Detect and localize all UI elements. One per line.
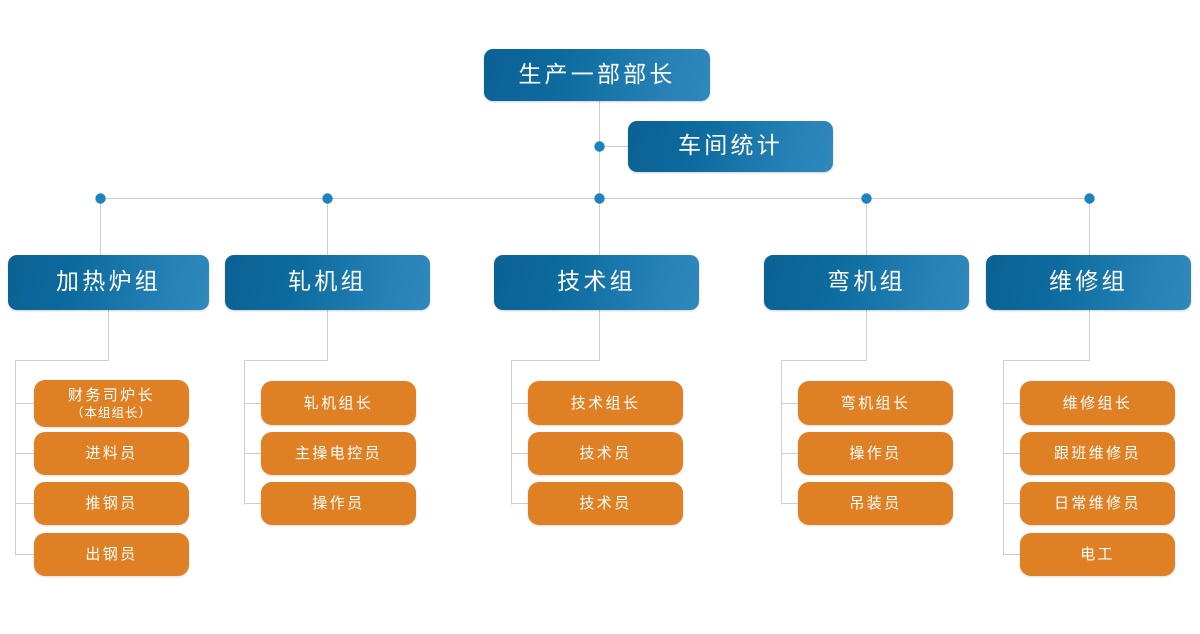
member-4-3-label: 电工 xyxy=(1080,545,1115,564)
member-1-0[interactable]: 轧机组长 xyxy=(261,381,416,425)
member-3-1[interactable]: 操作员 xyxy=(798,432,953,475)
junction-dots xyxy=(95,141,1095,204)
member-0-0-label-line2: （本组组长） xyxy=(70,405,152,421)
node-group-3-label: 弯机组 xyxy=(827,269,906,296)
node-root-label: 生产一部部长 xyxy=(518,61,676,88)
junction-dot-bus-4 xyxy=(1084,193,1095,204)
member-0-3-label: 出钢员 xyxy=(85,545,138,564)
member-2-0-label: 技术组长 xyxy=(570,393,641,412)
member-2-2[interactable]: 技术员 xyxy=(528,482,683,525)
member-0-1-label: 进料员 xyxy=(85,444,138,463)
member-4-0-label: 维修组长 xyxy=(1062,393,1133,412)
member-0-3[interactable]: 出钢员 xyxy=(34,533,189,576)
member-0-2-label: 推钢员 xyxy=(85,494,138,513)
node-group-2-label: 技术组 xyxy=(557,269,636,296)
node-staff-workshop-statistics[interactable]: 车间统计 xyxy=(628,121,833,172)
member-4-0[interactable]: 维修组长 xyxy=(1020,381,1175,425)
member-4-1-label: 跟班维修员 xyxy=(1053,444,1141,463)
junction-dot-bus-0 xyxy=(95,193,106,204)
member-3-1-label: 操作员 xyxy=(849,444,902,463)
junction-dot-bus-1 xyxy=(322,193,333,204)
member-4-1[interactable]: 跟班维修员 xyxy=(1020,432,1175,475)
member-1-1[interactable]: 主操电控员 xyxy=(261,432,416,475)
member-2-2-label: 技术员 xyxy=(579,494,632,513)
member-0-0-label-line1: 财务司炉长 xyxy=(67,385,155,404)
node-group-technical[interactable]: 技术组 xyxy=(494,255,699,310)
member-4-2-label: 日常维修员 xyxy=(1053,494,1141,513)
member-1-2-label: 操作员 xyxy=(312,494,365,513)
member-1-2[interactable]: 操作员 xyxy=(261,482,416,525)
junction-dot-bus-3 xyxy=(861,193,872,204)
member-0-2[interactable]: 推钢员 xyxy=(34,482,189,525)
junction-dot-bus-center xyxy=(594,193,605,204)
member-2-1[interactable]: 技术员 xyxy=(528,432,683,475)
node-group-0-label: 加热炉组 xyxy=(56,269,161,296)
node-group-4-label: 维修组 xyxy=(1049,269,1128,296)
member-4-2[interactable]: 日常维修员 xyxy=(1020,482,1175,525)
member-2-0[interactable]: 技术组长 xyxy=(528,381,683,425)
member-4-3[interactable]: 电工 xyxy=(1020,533,1175,576)
node-group-heating-furnace[interactable]: 加热炉组 xyxy=(8,255,209,310)
member-1-1-label: 主操电控员 xyxy=(294,444,382,463)
member-2-1-label: 技术员 xyxy=(579,444,632,463)
node-group-1-label: 轧机组 xyxy=(288,269,367,296)
node-root[interactable]: 生产一部部长 xyxy=(484,49,710,101)
member-0-1[interactable]: 进料员 xyxy=(34,432,189,475)
member-3-0[interactable]: 弯机组长 xyxy=(798,381,953,425)
node-staff-label: 车间统计 xyxy=(678,133,783,160)
node-group-rolling-mill[interactable]: 轧机组 xyxy=(225,255,430,310)
member-3-2-label: 吊装员 xyxy=(849,494,902,513)
member-3-2[interactable]: 吊装员 xyxy=(798,482,953,525)
node-group-maintenance[interactable]: 维修组 xyxy=(986,255,1191,310)
member-0-0[interactable]: 财务司炉长 （本组组长） xyxy=(34,380,189,427)
member-3-0-label: 弯机组长 xyxy=(840,393,911,412)
member-1-0-label: 轧机组长 xyxy=(303,393,374,412)
node-group-bending-machine[interactable]: 弯机组 xyxy=(764,255,969,310)
junction-dot-staff xyxy=(594,141,605,152)
